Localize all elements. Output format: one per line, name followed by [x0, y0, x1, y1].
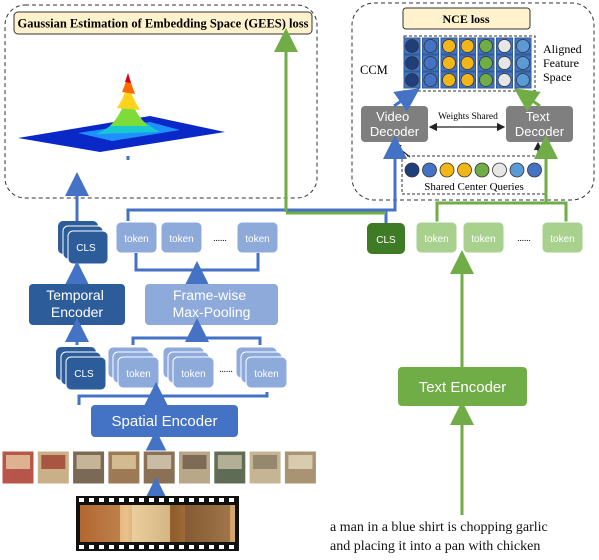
frame-token-n-label: token: [254, 369, 278, 380]
spatial-encoder-box: [91, 405, 238, 437]
text-token-2: [462, 221, 505, 254]
shared-queries-box: [401, 155, 548, 195]
text-token-1: [415, 221, 458, 254]
text-token-2-label: token: [471, 234, 495, 245]
temporal-encoder-box: [29, 284, 125, 325]
shared-query-circles: [404, 162, 542, 178]
video-cls-stack-top: [58, 221, 109, 265]
video-frames-row: [1, 450, 317, 485]
framewise-pooling-box: [145, 284, 278, 325]
aligned-feature-space-label: Aligned Feature Space: [543, 42, 585, 84]
text-tokens-bracket: [435, 201, 568, 222]
frame-token-2-label: token: [181, 369, 205, 380]
nce-loss-box: [402, 7, 531, 30]
video-pooled-ellipsis: ......: [213, 233, 227, 243]
text-encoder-label: Text Encoder: [419, 379, 507, 396]
weights-shared-label: Weights Shared: [438, 112, 498, 122]
input-caption: a man in a blue shirt is chopping garlic…: [330, 520, 548, 554]
temporal-encoder-label: Temporal Encoder: [46, 287, 107, 320]
video-pooled-token-2: [160, 221, 203, 254]
text-token-n: [541, 221, 584, 254]
text-token-ellipsis: ......: [517, 233, 531, 243]
nce-loss-title: NCE loss: [442, 12, 489, 26]
text-decoder-box: [506, 106, 573, 142]
spatial-out-bracket: [77, 392, 269, 405]
text-token-1-label: token: [424, 234, 448, 245]
video-cls-mid-label: CLS: [74, 369, 94, 380]
text-cls-label: CLS: [376, 235, 396, 246]
gaussian-surface-plot: [18, 73, 225, 152]
video-tokens-to-decoder-line: [126, 135, 407, 221]
spatial-encoder-label: Spatial Encoder: [112, 413, 218, 430]
frame-token-stack-2: [162, 346, 215, 389]
frame-token-stack-n: [235, 346, 288, 389]
frame-tokens-bracket: [131, 336, 262, 345]
queries-to-video-decoder-arrow: [392, 143, 411, 158]
video-cls-top-label: CLS: [76, 243, 96, 254]
video-pooled-token-2-label: token: [169, 234, 193, 245]
text-cls-box: [367, 223, 405, 254]
video-decoder-box: [361, 106, 428, 142]
video-cls-stack-mid: [56, 347, 107, 391]
video-film-strip: [76, 496, 239, 551]
text-token-n-label: token: [550, 234, 574, 245]
gees-panel: [4, 4, 318, 199]
video-pooled-token-1-label: token: [124, 234, 148, 245]
frame-token-1-label: token: [126, 369, 150, 380]
text-encoder-box: [398, 367, 527, 406]
video-decoder-to-grid-arrow: [393, 88, 420, 112]
pooled-tokens-bracket: [134, 253, 260, 272]
gees-loss-title: Gaussian Estimation of Embedding Space (…: [17, 17, 308, 31]
frame-token-stack-1: [107, 346, 160, 389]
shared-queries-label: Shared Center Queries: [424, 181, 524, 193]
ccm-panel: [351, 2, 595, 201]
text-decoder-to-grid-arrow: [514, 88, 541, 112]
gees-loss-box: [13, 11, 313, 35]
ccm-label: CCM: [360, 63, 388, 77]
feature-grid-circles: [403, 37, 532, 89]
video-pooled-token-n-label: token: [245, 234, 269, 245]
frame-token-ellipsis: ......: [219, 364, 233, 374]
video-decoder-label: Video Decoder: [370, 109, 420, 139]
framewise-pooling-label: Frame-wise Max-Pooling: [173, 287, 251, 320]
aligned-feature-grid: [403, 35, 536, 92]
